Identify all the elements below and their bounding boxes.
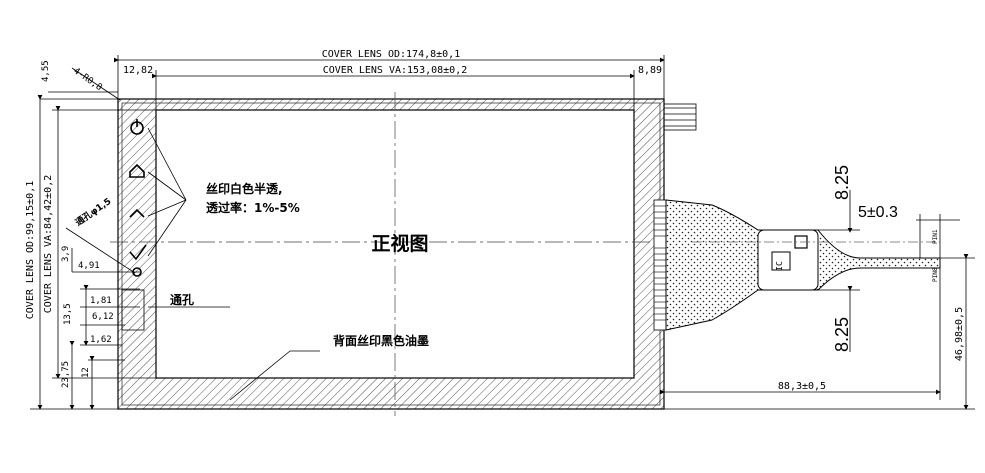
- dim-fpc-top: 8.25: [832, 165, 852, 200]
- pin-bottom-label: PIN8: [932, 267, 939, 282]
- ic-label: IC: [775, 261, 784, 271]
- home-icon: [129, 163, 145, 178]
- fpc-cable: [653, 199, 941, 331]
- dim-3-9: 3,9: [61, 246, 71, 262]
- title-od-width: COVER LENS OD:174,8±0,1: [322, 49, 460, 60]
- dim-4-91: 4,91: [78, 261, 100, 271]
- dim-fpc-bottom: 8.25: [832, 317, 852, 352]
- title-va-width: COVER LENS VA:153,08±0,2: [323, 65, 468, 76]
- top-connector: [663, 103, 697, 131]
- note-back-silk: 背面丝印黑色油墨: [333, 333, 429, 348]
- dim-1-62: 1,62: [90, 335, 112, 345]
- note-silk-line1: 丝印白色半透,: [206, 181, 283, 196]
- dim-hole-label: 通孔φ1,5: [73, 195, 113, 228]
- dim-va-height: COVER LENS VA:84,42±0,2: [43, 175, 54, 313]
- dim-1-81: 1,81: [90, 296, 112, 306]
- dim-fpc-height: 46,98±0,5: [954, 307, 965, 361]
- dim-23-75: 23,75: [61, 361, 71, 388]
- note-silk-line2: 透过率：1%-5%: [206, 200, 300, 215]
- dim-left-margin: 12,82: [123, 65, 153, 76]
- dim-13-5: 13,5: [63, 303, 73, 325]
- dim-fpc-width: 5±0.3: [858, 204, 898, 221]
- dim-od-height: COVER LENS OD:99,15±0,1: [25, 181, 36, 319]
- pin-top-label: PIN1: [932, 229, 939, 244]
- note-through-hole: 通孔: [170, 292, 194, 307]
- dim-6-12: 6,12: [92, 312, 114, 322]
- dim-12: 12: [81, 367, 91, 378]
- dim-right-margin: 8,89: [638, 65, 662, 76]
- key-icons: [129, 119, 147, 277]
- dim-radius: 4-R0,8: [71, 66, 103, 93]
- dimension-lines: [30, 55, 975, 410]
- back-icon: [129, 244, 147, 261]
- center-lines: [110, 92, 690, 416]
- center-view-title: 正视图: [371, 232, 428, 255]
- dim-fpc-length: 88,3±0,5: [778, 381, 826, 392]
- dim-top-offset: 4,55: [41, 60, 51, 82]
- menu-icon: [129, 208, 145, 218]
